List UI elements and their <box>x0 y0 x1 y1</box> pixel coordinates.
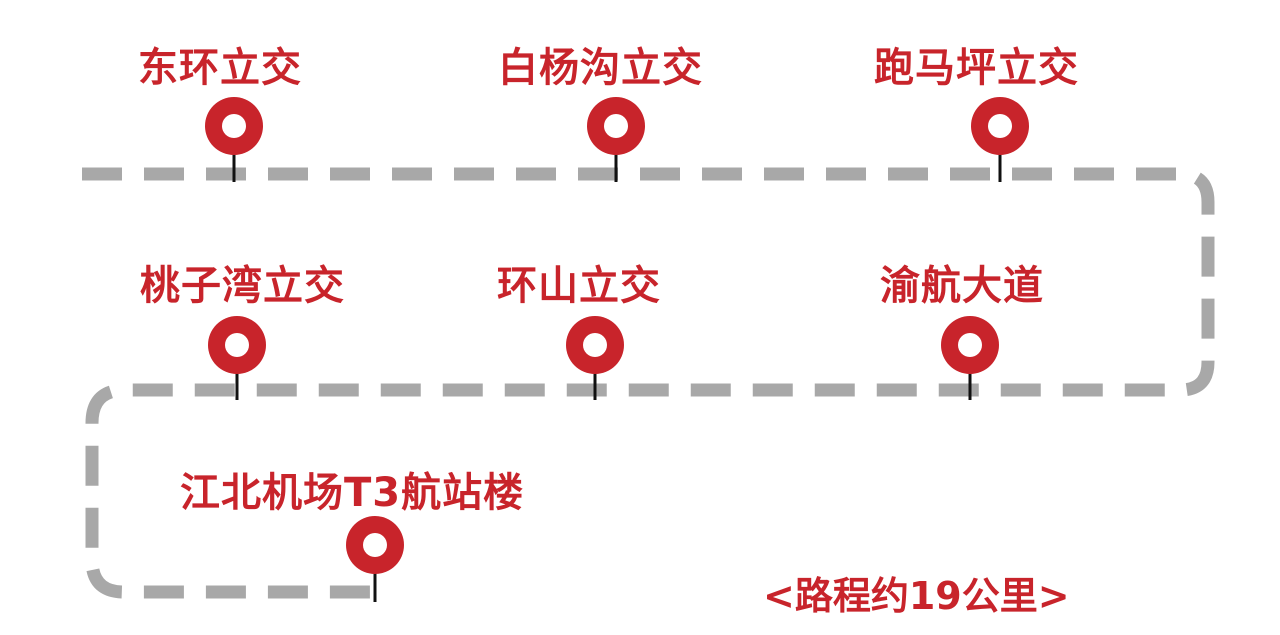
pin-center <box>225 333 249 357</box>
stop-label-t3: 江北机场T3航站楼 <box>180 470 525 516</box>
pin-center <box>988 114 1012 138</box>
pin-center <box>604 114 628 138</box>
stop-label-huanshan: 环山立交 <box>497 263 661 309</box>
station-markers <box>205 97 1029 602</box>
station-pin-paomaping <box>971 97 1029 182</box>
stop-label-baiyanggou: 白杨沟立交 <box>498 45 703 91</box>
pin-center <box>958 333 982 357</box>
pin-center <box>222 114 246 138</box>
station-pin-t3 <box>346 516 404 602</box>
stop-label-paomaping: 跑马坪立交 <box>874 45 1079 91</box>
station-pin-baiyanggou <box>587 97 645 182</box>
station-pin-taoziwan <box>208 316 266 400</box>
pin-center <box>583 333 607 357</box>
station-pin-huanshan <box>566 316 624 400</box>
route-dashed-line <box>82 167 1215 599</box>
stop-label-yuhang: 渝航大道 <box>880 263 1044 309</box>
stop-label-taoziwan: 桃子湾立交 <box>140 263 345 309</box>
pin-center <box>363 533 387 557</box>
stop-label-donghuan: 东环立交 <box>138 45 302 91</box>
station-pin-yuhang <box>941 316 999 400</box>
station-pin-donghuan <box>205 97 263 182</box>
distance-note: <路程约19公里> <box>763 574 1070 618</box>
